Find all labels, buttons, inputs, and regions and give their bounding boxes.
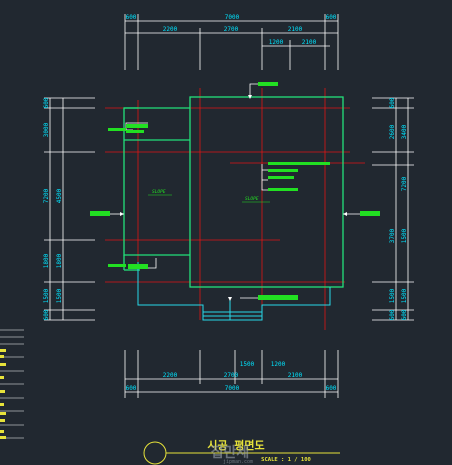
watermark-url: jipman.com xyxy=(223,459,253,465)
annotation-bar xyxy=(108,264,126,267)
dim-right-total: 7200 xyxy=(401,176,408,191)
annotation-bar xyxy=(258,295,298,300)
dim-top-sub-1: 1200 xyxy=(269,39,284,46)
dim-top-segment-1: 2200 xyxy=(163,26,178,33)
dim-bottom-segment-2: 2700 xyxy=(224,372,239,379)
bottom-dimension-labels: 1500 1200 2200 2700 2100 600 7000 600 xyxy=(126,361,337,392)
dim-top-sub-2: 2100 xyxy=(302,39,317,46)
title-block: 시공 평면도 SCALE : 1 / 100 xyxy=(143,438,340,465)
right-dimension-labels: 600 2600 3700 1500 600 3400 7200 1500 15… xyxy=(389,97,408,320)
annotation-bar xyxy=(90,211,110,216)
dim-left-inner-1: 3000 xyxy=(43,122,50,137)
annotation-bar xyxy=(268,162,330,165)
dim-left-bottom-2: 600 xyxy=(43,309,50,320)
annotation-bars xyxy=(90,82,380,300)
dim-right-bottom-4: 600 xyxy=(401,309,408,320)
building-walls xyxy=(123,96,344,288)
slope-label-left: SLOPE xyxy=(152,189,166,195)
annotation-bar xyxy=(126,130,144,133)
dim-left-total: 7200 xyxy=(43,188,50,203)
dim-right-bottom-2: 600 xyxy=(389,309,396,320)
dim-right-inner-2: 1500 xyxy=(401,228,408,243)
left-dimension-labels: 600 3000 7200 1800 1500 600 4500 1800 15… xyxy=(43,97,63,320)
drawing-scale: SCALE : 1 / 100 xyxy=(261,457,311,463)
slope-label-center: SLOPE xyxy=(245,196,259,202)
annotation-bar xyxy=(126,124,148,128)
dim-right-top: 600 xyxy=(389,97,396,108)
dim-left-segment-2: 1800 xyxy=(56,253,63,268)
dim-bottom-segment-3: 2100 xyxy=(288,372,303,379)
top-dimension-chain xyxy=(124,14,339,70)
dim-top-left-side: 600 xyxy=(126,14,137,21)
left-dimension-chain xyxy=(44,97,95,321)
dim-right-bottom-1: 1500 xyxy=(389,288,396,303)
annotation-bar xyxy=(128,264,148,269)
dim-bottom-total: 7000 xyxy=(225,385,240,392)
dim-left-segment-3: 1500 xyxy=(56,288,63,303)
annotation-bar xyxy=(258,82,278,86)
top-dimension-labels: 600 7000 600 2200 2700 2100 1200 2100 xyxy=(126,14,337,46)
title-symbol-circle xyxy=(143,441,167,465)
dim-top-segment-2: 2700 xyxy=(224,26,239,33)
right-dimension-chain xyxy=(372,97,414,321)
dim-right-inner-1: 3400 xyxy=(401,124,408,139)
leader-arrowheads xyxy=(120,95,347,301)
slope-labels: SLOPE SLOPE xyxy=(152,189,259,202)
dim-top-segment-3: 2100 xyxy=(288,26,303,33)
annotation-bar xyxy=(360,211,380,216)
dim-left-top: 600 xyxy=(43,97,50,108)
dim-bottom-left-side: 600 xyxy=(126,385,137,392)
dim-left-inner-2: 1800 xyxy=(43,253,50,268)
annotation-bar xyxy=(268,169,298,172)
bottom-dimension-chain xyxy=(124,350,339,398)
annotation-bar xyxy=(268,176,294,179)
dim-left-bottom-1: 1500 xyxy=(43,288,50,303)
watermark: 집만세 jipman.com xyxy=(211,444,253,465)
dim-left-segment-1: 4500 xyxy=(56,188,63,203)
drawing-title: 시공 평면도 xyxy=(207,438,264,452)
annotation-bar xyxy=(268,188,298,191)
dim-bottom-sub-1: 1500 xyxy=(240,361,255,368)
dim-bottom-sub-2: 1200 xyxy=(271,361,286,368)
dim-right-segment-2: 3700 xyxy=(389,228,396,243)
watermark-logo: 집만세 xyxy=(211,444,250,461)
dim-top-right-side: 600 xyxy=(326,14,337,21)
main-room-outline xyxy=(189,96,344,288)
dim-top-total: 7000 xyxy=(225,14,240,21)
dim-bottom-segment-1: 2200 xyxy=(163,372,178,379)
dim-right-bottom-3: 1500 xyxy=(401,288,408,303)
dim-right-segment-1: 2600 xyxy=(389,124,396,139)
dim-bottom-right-side: 600 xyxy=(326,385,337,392)
legend-strip xyxy=(0,329,24,439)
annotation-bar xyxy=(108,128,126,131)
foundation-outline xyxy=(137,262,331,321)
